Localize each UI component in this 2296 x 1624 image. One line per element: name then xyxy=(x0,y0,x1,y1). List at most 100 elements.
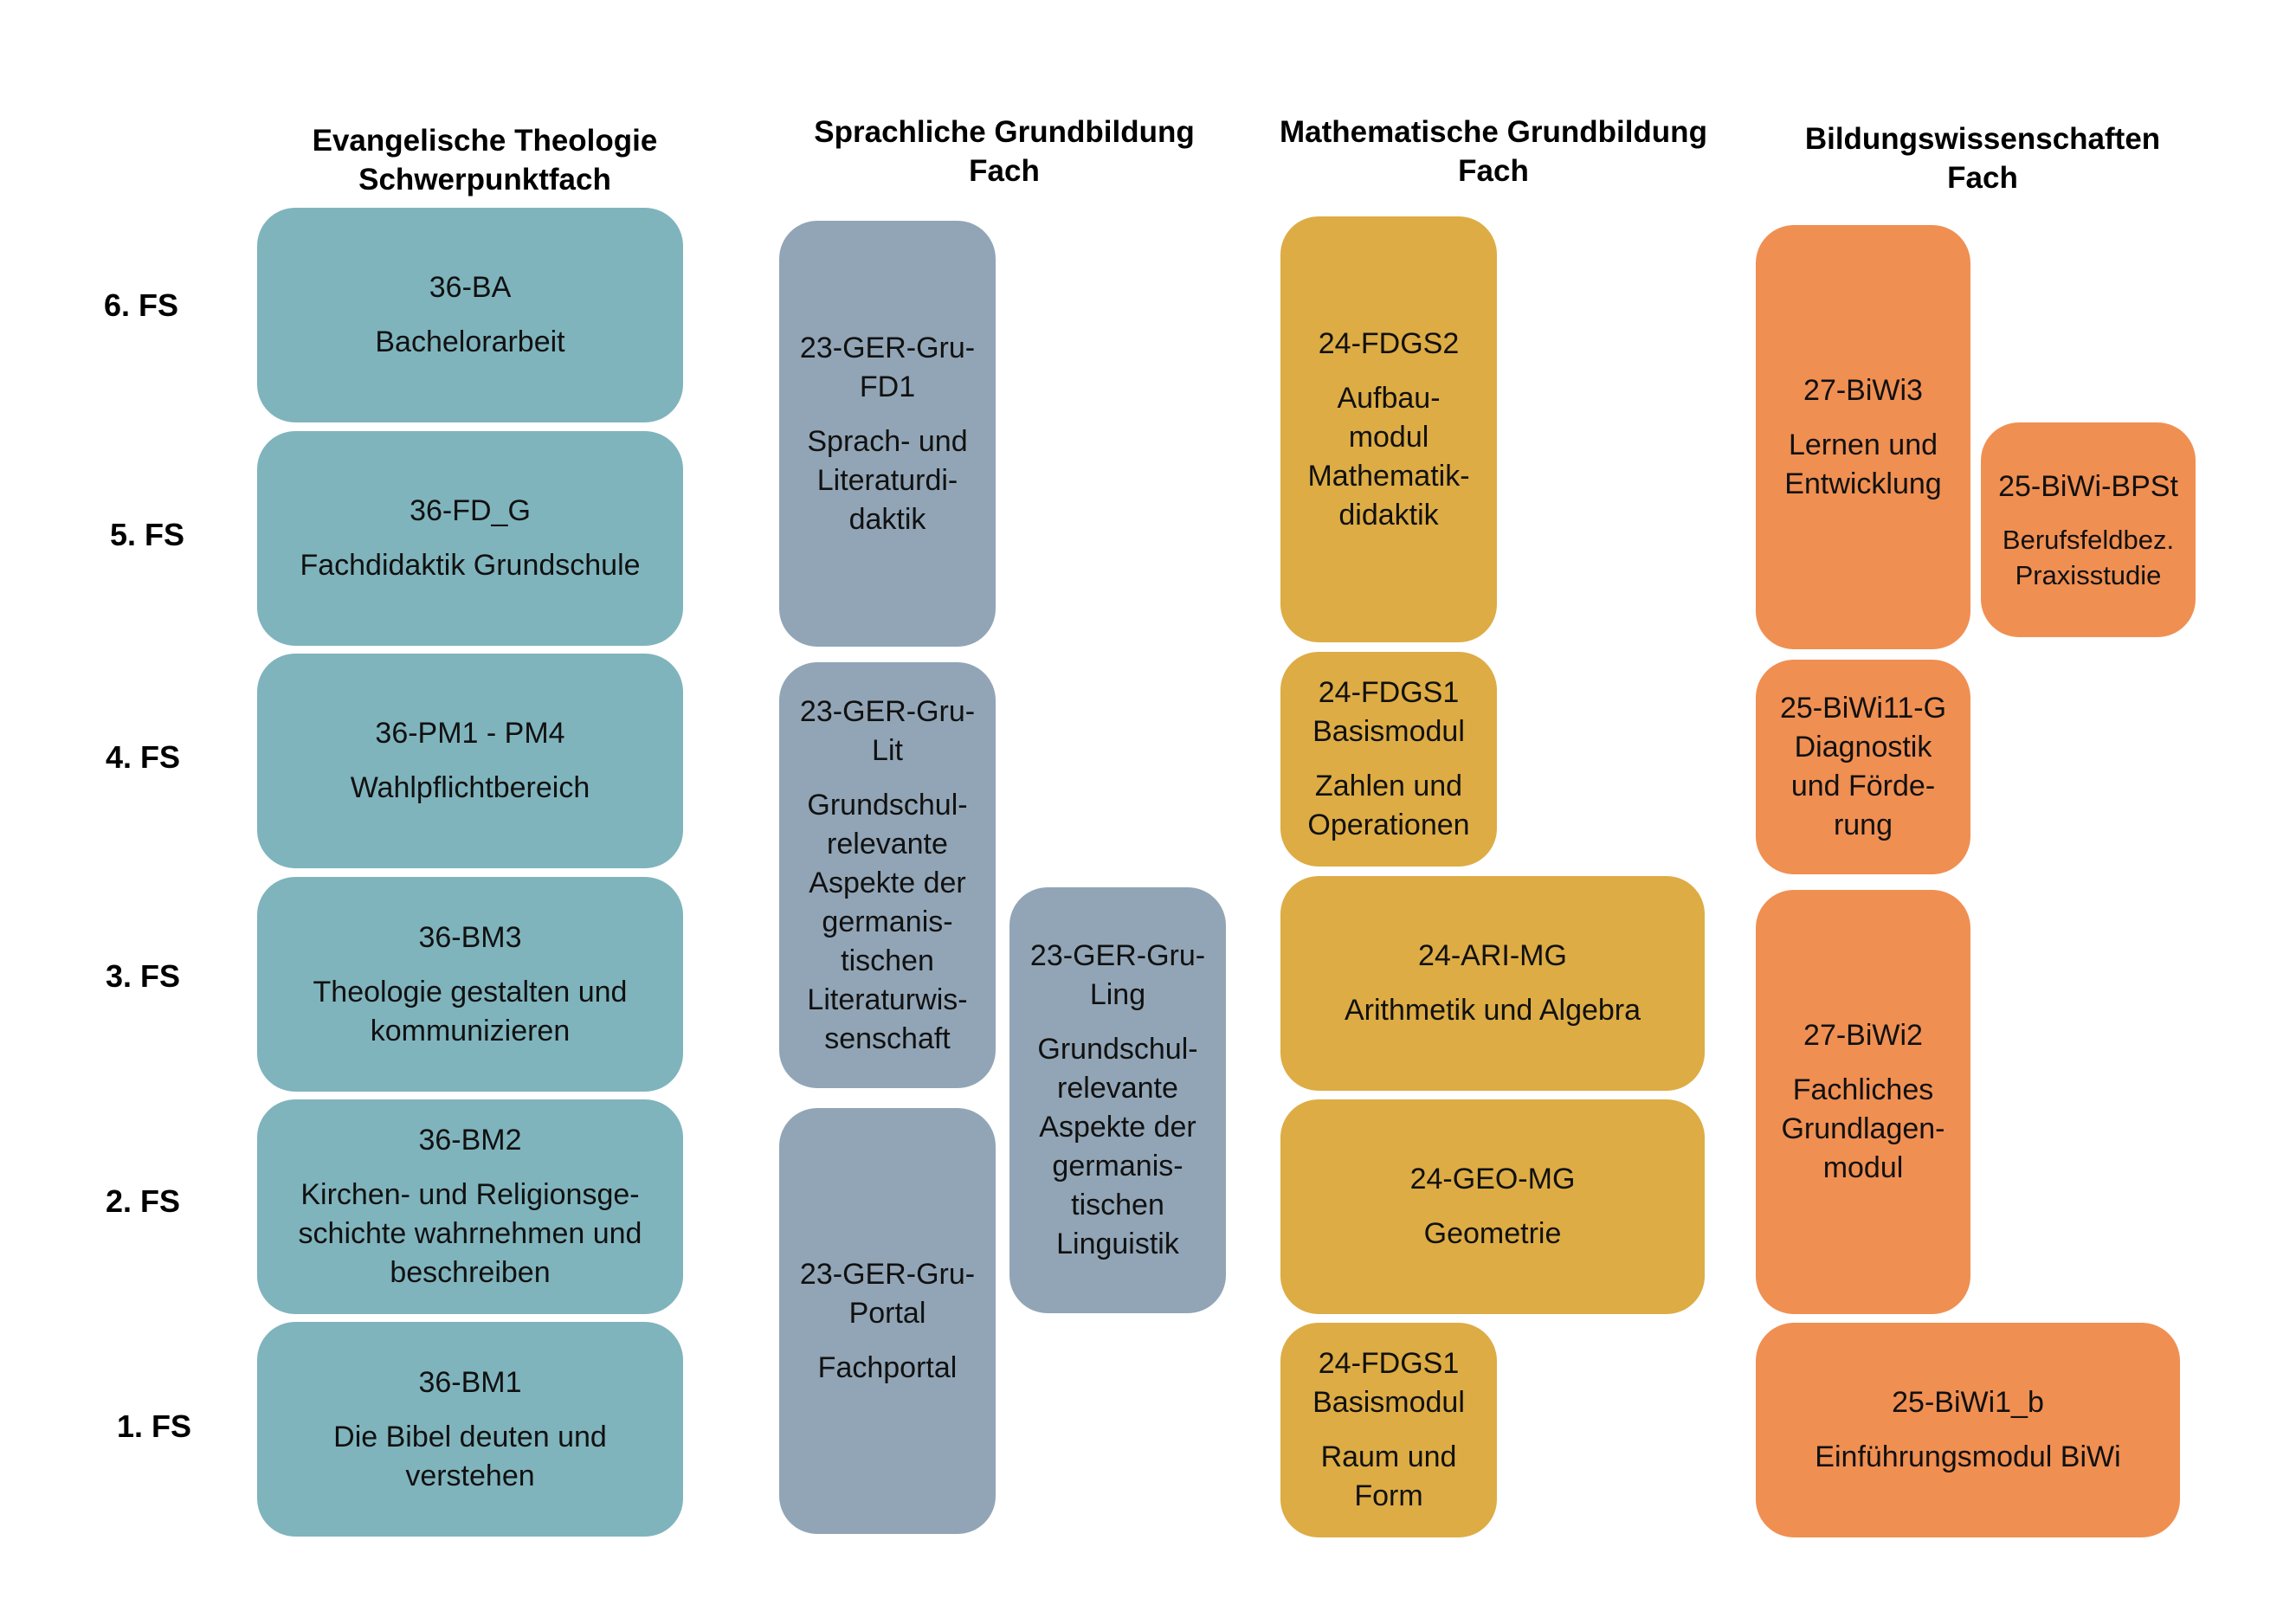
module-25-biwi-bpst: 25-BiWi-BPSt Berufsfeldbez. Praxisstudie xyxy=(1981,422,2196,637)
module-title-line: Form xyxy=(1354,1479,1423,1512)
column-header-math: Mathematische Grundbildung Fach xyxy=(1255,113,1732,190)
module-code: 24-ARI-MG xyxy=(1418,939,1567,972)
module-title-line: schichte wahrnehmen und xyxy=(298,1217,642,1250)
module-title-line: daktik xyxy=(848,502,926,536)
module-code: 24-GEO-MG xyxy=(1409,1163,1576,1195)
module-code-line: 24-FDGS1 xyxy=(1318,1347,1460,1380)
module-24-fdgs1-zahlen: 24-FDGS1 Basismodul Zahlen und Operation… xyxy=(1280,652,1497,867)
module-36-fd-g: 36-FD_G Fachdidaktik Grundschule xyxy=(257,431,683,646)
semester-label-5: 5. FS xyxy=(110,517,185,552)
module-24-geo-mg: 24-GEO-MG Geometrie xyxy=(1280,1099,1705,1314)
module-title-line: modul xyxy=(1822,1151,1904,1184)
module-title: Fachportal xyxy=(817,1350,958,1384)
column-header-math-line2: Fach xyxy=(1458,154,1529,188)
semester-label-6: 6. FS xyxy=(104,287,179,323)
module-title-line: Kirchen- und Religionsge- xyxy=(300,1178,640,1211)
module-title-line: beschreiben xyxy=(390,1256,551,1289)
module-code: 36-BM1 xyxy=(418,1365,522,1399)
module-code: 27-BiWi3 xyxy=(1803,373,1923,407)
module-code: 36-BA xyxy=(429,271,512,304)
module-title-line: germanis- xyxy=(1052,1150,1183,1183)
module-title-line: kommunizieren xyxy=(370,1014,571,1047)
module-27-biwi2: 27-BiWi2 Fachliches Grundlagen- modul xyxy=(1756,890,1970,1314)
module-code-line: 23-GER-Gru- xyxy=(799,1257,976,1291)
module-title-line: Fachliches xyxy=(1792,1073,1934,1106)
module-title: Einführungsmodul BiWi xyxy=(1815,1440,2121,1473)
module-36-bm2: 36-BM2 Kirchen- und Religionsge- schicht… xyxy=(257,1099,683,1314)
module-code: 25-BiWi1_b xyxy=(1892,1386,2044,1419)
module-title-line: Literaturwis- xyxy=(807,983,968,1016)
module-title-line: Literaturdi- xyxy=(816,463,958,497)
module-36-bm1: 36-BM1 Die Bibel deuten und verstehen xyxy=(257,1322,683,1537)
module-title-line: Sprach- und xyxy=(807,424,968,458)
module-24-fdgs2: 24-FDGS2 Aufbau- modul Mathematik- didak… xyxy=(1280,216,1497,642)
column-header-education-line2: Fach xyxy=(1947,161,2018,195)
module-code-line: 23-GER-Gru- xyxy=(799,694,976,728)
module-25-biwi11-g: 25-BiWi11-G Diagnostik und Förde- rung xyxy=(1756,660,1970,874)
module-title-line: Diagnostik xyxy=(1794,731,1932,764)
module-code-line: Portal xyxy=(848,1296,926,1330)
module-title-line: senschaft xyxy=(824,1021,951,1055)
module-code: 25-BiWi-BPSt xyxy=(1998,469,2178,503)
module-code: 36-FD_G xyxy=(410,494,531,527)
column-header-theology-line1: Evangelische Theologie xyxy=(312,124,658,158)
module-title-line: Berufsfeldbez. xyxy=(2002,524,2175,555)
module-code: 36-BM2 xyxy=(418,1124,522,1157)
module-25-biwi1-b: 25-BiWi1_b Einführungsmodul BiWi xyxy=(1756,1323,2180,1537)
module-title-line: relevante xyxy=(1057,1072,1178,1105)
module-title-line: tischen xyxy=(841,944,934,977)
module-36-bm3: 36-BM3 Theologie gestalten und kommunizi… xyxy=(257,877,683,1092)
module-code-line: Basismodul xyxy=(1312,715,1465,748)
column-header-language-line1: Sprachliche Grundbildung xyxy=(814,115,1195,149)
module-24-fdgs1-raum: 24-FDGS1 Basismodul Raum und Form xyxy=(1280,1323,1497,1537)
semester-label-1: 1. FS xyxy=(117,1408,192,1444)
module-code-line: 23-GER-Gru- xyxy=(1029,939,1206,972)
module-title-line: germanis- xyxy=(822,905,953,938)
module-code: 24-FDGS2 xyxy=(1318,326,1460,360)
module-title-line: Entwicklung xyxy=(1784,467,1942,500)
module-title-line: Grundschul- xyxy=(1037,1033,1198,1066)
module-title: Arithmetik und Algebra xyxy=(1344,994,1641,1027)
module-23-ger-gru-fd1: 23-GER-Gru- FD1 Sprach- und Literaturdi-… xyxy=(779,221,996,647)
module-title-line: verstehen xyxy=(405,1459,535,1492)
column-header-language-line2: Fach xyxy=(969,154,1040,188)
module-code-line: 23-GER-Gru- xyxy=(799,331,976,364)
semester-label-4: 4. FS xyxy=(106,739,181,775)
module-title: Geometrie xyxy=(1423,1217,1562,1250)
module-36-ba: 36-BA Bachelorarbeit xyxy=(257,208,683,422)
module-title-line: Die Bibel deuten und xyxy=(333,1420,607,1453)
module-code-line: FD1 xyxy=(859,370,916,403)
module-24-ari-mg: 24-ARI-MG Arithmetik und Algebra xyxy=(1280,876,1705,1091)
module-title-line: Theologie gestalten und xyxy=(313,975,628,1009)
module-code-line: Ling xyxy=(1089,978,1146,1011)
module-title-line: Aufbau- xyxy=(1337,381,1441,415)
module-code-line: Basismodul xyxy=(1312,1386,1465,1419)
column-header-theology: Evangelische Theologie Schwerpunktfach xyxy=(260,121,710,199)
module-23-ger-gru-portal: 23-GER-Gru- Portal Fachportal xyxy=(779,1108,996,1534)
module-title-line: relevante xyxy=(827,827,948,860)
module-title-line: Lernen und xyxy=(1788,428,1938,461)
module-code-line: 24-FDGS1 xyxy=(1318,676,1460,709)
module-title-line: Zahlen und xyxy=(1314,770,1463,802)
column-header-education-line1: Bildungswissenschaften xyxy=(1804,122,2161,156)
module-title-line: Grundschul- xyxy=(807,788,968,822)
module-title: Fachdidaktik Grundschule xyxy=(300,549,641,582)
module-title: Wahlpflichtbereich xyxy=(350,771,590,804)
module-title: Bachelorarbeit xyxy=(375,325,565,358)
module-36-pm: 36-PM1 - PM4 Wahlpflichtbereich xyxy=(257,654,683,868)
module-code: 36-PM1 - PM4 xyxy=(375,717,565,750)
module-title-line: Raum und xyxy=(1320,1440,1457,1473)
module-23-ger-gru-ling: 23-GER-Gru- Ling Grundschul- relevante A… xyxy=(1009,887,1226,1313)
module-title-line: Operationen xyxy=(1307,809,1470,841)
module-title-line: Praxisstudie xyxy=(2015,559,2162,590)
semester-label-2: 2. FS xyxy=(106,1183,181,1219)
module-title-line: und Förde- xyxy=(1790,770,1936,802)
module-title-line: Mathematik- xyxy=(1307,459,1470,493)
column-header-theology-line2: Schwerpunktfach xyxy=(358,163,611,197)
module-title-line: rung xyxy=(1833,809,1893,841)
module-title-line: Aspekte der xyxy=(809,866,966,899)
column-header-math-line1: Mathematische Grundbildung xyxy=(1280,115,1707,149)
module-code: 36-BM3 xyxy=(418,920,522,954)
module-title-line: Grundlagen- xyxy=(1781,1112,1945,1145)
module-title-line: Linguistik xyxy=(1056,1228,1179,1260)
